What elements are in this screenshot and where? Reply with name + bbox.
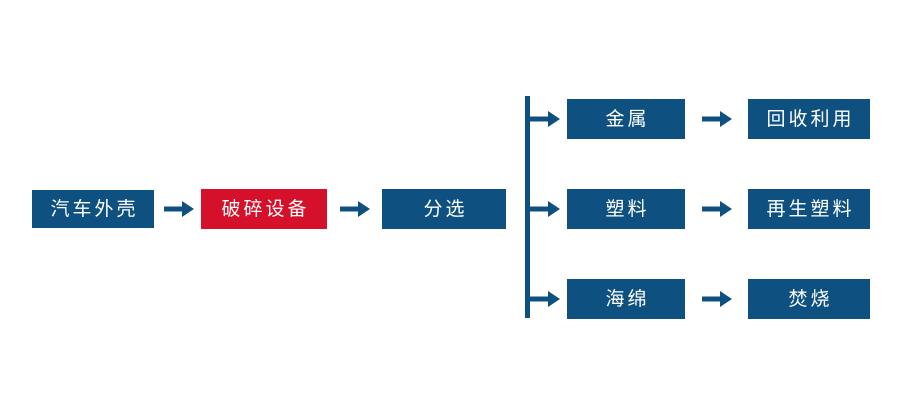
- arrow-crusher-to-sorting: [340, 197, 370, 221]
- arrow-plastic-to-recycled-plastic: [702, 197, 732, 221]
- node-plastic[interactable]: 塑料: [567, 189, 685, 229]
- node-recycled-plastic[interactable]: 再生塑料: [748, 189, 870, 229]
- arrow-sponge-to-incineration: [702, 287, 732, 311]
- node-sponge[interactable]: 海绵: [567, 279, 685, 319]
- arrow-metal-to-recycle: [702, 107, 732, 131]
- node-crusher[interactable]: 破碎设备: [201, 189, 327, 229]
- node-incineration[interactable]: 焚烧: [748, 279, 870, 319]
- node-input[interactable]: 汽车外壳: [32, 190, 154, 228]
- node-recycle[interactable]: 回收利用: [748, 99, 870, 139]
- node-metal[interactable]: 金属: [567, 99, 685, 139]
- node-sorting[interactable]: 分选: [382, 189, 506, 229]
- branch-bus-icon: [522, 92, 566, 324]
- arrow-input-to-crusher: [164, 197, 194, 221]
